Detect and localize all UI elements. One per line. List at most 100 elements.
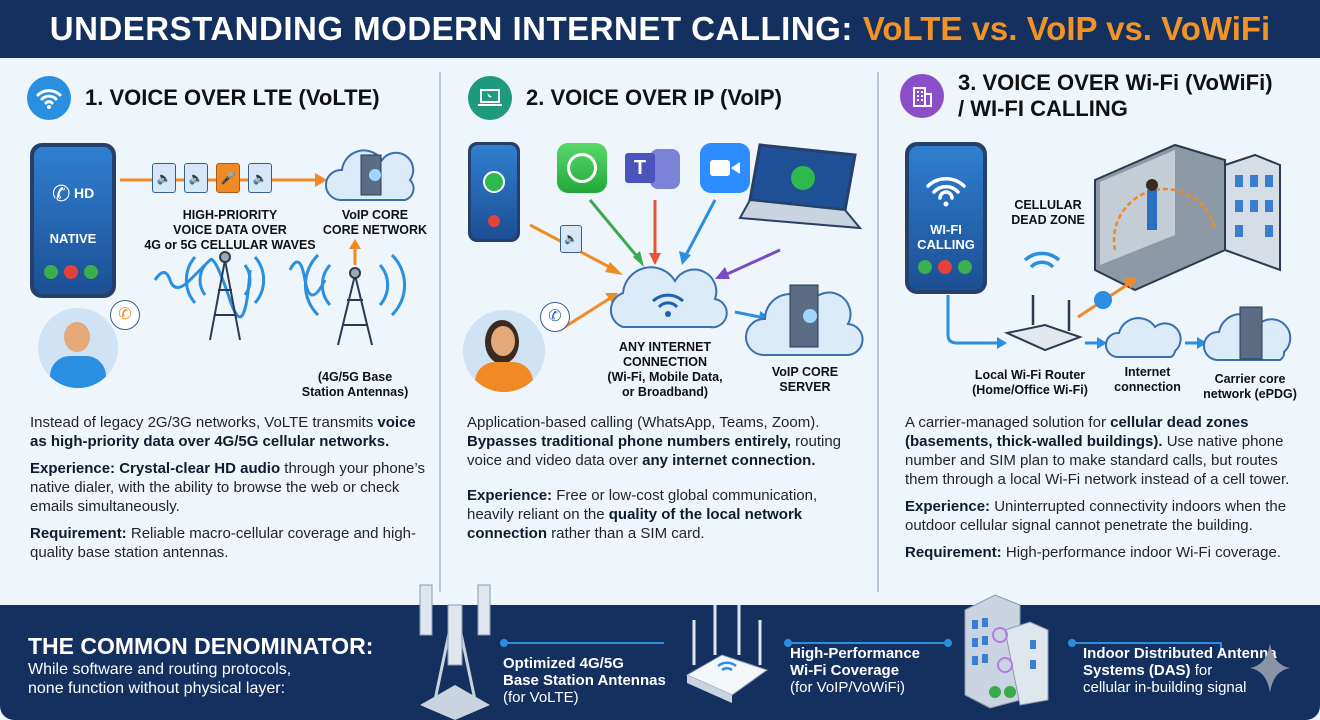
text: rather than a SIM card. (547, 525, 705, 542)
dead-zone-label: CELLULAR DEAD ZONE (1003, 198, 1093, 228)
label-line: VOICE DATA (173, 223, 248, 237)
phone-call-icon: ✆ (52, 181, 71, 206)
column-divider (877, 72, 879, 592)
teams-letter: T (625, 153, 655, 183)
label-line: or Broadband) (621, 385, 709, 399)
title-main: UNDERSTANDING MODERN INTERNET CALLING: (49, 10, 853, 47)
paragraph: A carrier-managed solution for cellular … (905, 413, 1310, 489)
text: Uninterrupted connectivity indoors when … (905, 498, 1287, 534)
item-line: Wi-Fi Coverage (790, 662, 900, 679)
bold-text: Crystal-clear HD audio (119, 460, 281, 477)
router-label: Local Wi-Fi Router(Home/Office Wi-Fi) (965, 368, 1095, 398)
footer-intro: THE COMMON DENOMINATOR: While software a… (28, 633, 373, 698)
item-line: cellular in-building signal (1083, 679, 1247, 696)
label-line: SERVER (779, 380, 831, 394)
phone-illustration (468, 142, 520, 242)
cell-tower-icon (337, 267, 373, 346)
wifi-icon (926, 177, 966, 207)
text: Application-based calling (WhatsApp, Tea… (467, 414, 820, 431)
phone-native-label: NATIVE (49, 231, 97, 246)
bold-text: Requirement: (30, 525, 127, 542)
text: routing voice and video data over (467, 433, 842, 469)
person-calling-illustration (463, 310, 545, 392)
whatsapp-icon (483, 171, 505, 193)
item-line: (for VoIP/VoWiFi) (790, 679, 906, 696)
end-call-icon (64, 265, 78, 279)
sparkle-icon (1250, 643, 1290, 693)
item-line: Systems (DAS) (1083, 662, 1191, 679)
bold-text: Experience: (30, 460, 116, 477)
section-title: 2. VOICE OVER IP (VoIP) (526, 85, 782, 110)
item-line: for (1190, 662, 1213, 679)
label-line: HIGH-PRIORITY (182, 208, 278, 222)
title-line: / WI-FI CALLING (958, 96, 1128, 121)
internet-connection-label: ANY INTERNET CONNECTION (Wi-Fi, Mobile D… (585, 340, 745, 400)
paragraph: Experience: Crystal-clear HD audio throu… (30, 459, 430, 516)
audio-file-icon: 🔈 (184, 163, 208, 193)
paragraph: Instead of legacy 2G/3G networks, VoLTE … (30, 413, 430, 451)
bold-text: Bypasses traditional phone numbers entir… (467, 433, 791, 450)
label-line: (Wi-Fi, Mobile Data, (607, 370, 723, 384)
label-line: CONNECTION (622, 355, 708, 369)
label-line: WI-FI (930, 222, 962, 237)
voip-server-label: VoIP CORE SERVER (760, 365, 850, 395)
item-line: Optimized 4G/5G (503, 655, 624, 672)
phone-illustration: HD ✆ NATIVE (30, 143, 116, 298)
section-title: 1. VOICE OVER LTE (VoLTE) (85, 85, 380, 110)
title-line: 3. VOICE OVER Wi-Fi (VoWiFi) (958, 70, 1273, 95)
label-line: network (ePDG) (1203, 387, 1297, 401)
section-description: A carrier-managed solution for cellular … (905, 413, 1310, 570)
bold-text: Experience: (905, 498, 991, 515)
paragraph: Application-based calling (WhatsApp, Tea… (467, 413, 867, 470)
label-line: (4G/5G Base (317, 370, 393, 384)
text: High-performance indoor Wi-Fi coverage. (1001, 544, 1281, 561)
accept-call-icon (44, 265, 58, 279)
bold-text: any internet connection. (642, 452, 816, 469)
teams-icon: T (625, 143, 680, 193)
microphone-file-icon: 🎤 (216, 163, 240, 193)
bold-text: Experience: (467, 487, 553, 504)
core-network-cloud-icon (324, 149, 415, 201)
text: Reliable macro-cellular coverage and hig… (30, 525, 417, 561)
bold-text: quality of the local network connection (467, 506, 803, 542)
item-line: High-Performance (790, 645, 921, 662)
zoom-icon (700, 143, 750, 193)
section-title: 3. VOICE OVER Wi-Fi (VoWiFi)/ WI-FI CALL… (958, 70, 1273, 122)
packets-label: HIGH-PRIORITY VOICE DATA OVER 4G or 5G C… (140, 208, 320, 253)
label-line: Local Wi-Fi Router (974, 368, 1086, 382)
person-calling-illustration (38, 308, 118, 388)
internet-cloud-icon (1105, 317, 1182, 358)
whatsapp-icon (557, 143, 607, 193)
laptop-illustration (738, 143, 863, 230)
wifi-router-icon (685, 605, 769, 703)
antenna-label: (4G/5G Base Station Antennas) (300, 370, 410, 400)
dead-zone-building-illustration (1094, 143, 1281, 292)
building-icon (900, 74, 944, 118)
audio-file-icon: 🔈 (248, 163, 272, 193)
label-line: VoIP CORE (771, 365, 839, 379)
paragraph: Experience: Uninterrupted connectivity i… (905, 497, 1310, 535)
column-divider (439, 72, 441, 592)
text: through your phone’s native dialer, with… (30, 460, 425, 515)
paragraph: Requirement: Reliable macro-cellular cov… (30, 524, 430, 562)
label-line: OVER (251, 223, 287, 237)
voip-server-cloud-icon (744, 284, 864, 357)
text: Use native phone number and SIM plan to … (905, 433, 1290, 488)
section-heading: 1. VOICE OVER LTE (VoLTE) (27, 76, 380, 120)
core-network-label: VoIP CORE CORE NETWORK (320, 208, 430, 238)
title-accent: VoLTE vs. VoIP vs. VoWiFi (862, 10, 1271, 47)
label-line: ANY INTERNET (618, 340, 712, 354)
subtitle-line: While software and routing protocols, (28, 661, 292, 678)
subtitle-line: none function without physical layer: (28, 680, 286, 697)
label-line: 4G or 5G CELLULAR WAVES (144, 238, 316, 252)
paragraph: Experience: Free or low-cost global comm… (467, 486, 867, 543)
keypad-icon (84, 265, 98, 279)
bold-text: voice as high-priority data over 4G/5G c… (30, 414, 416, 450)
phone-ringing-bubble-icon: ✆ (540, 302, 570, 332)
